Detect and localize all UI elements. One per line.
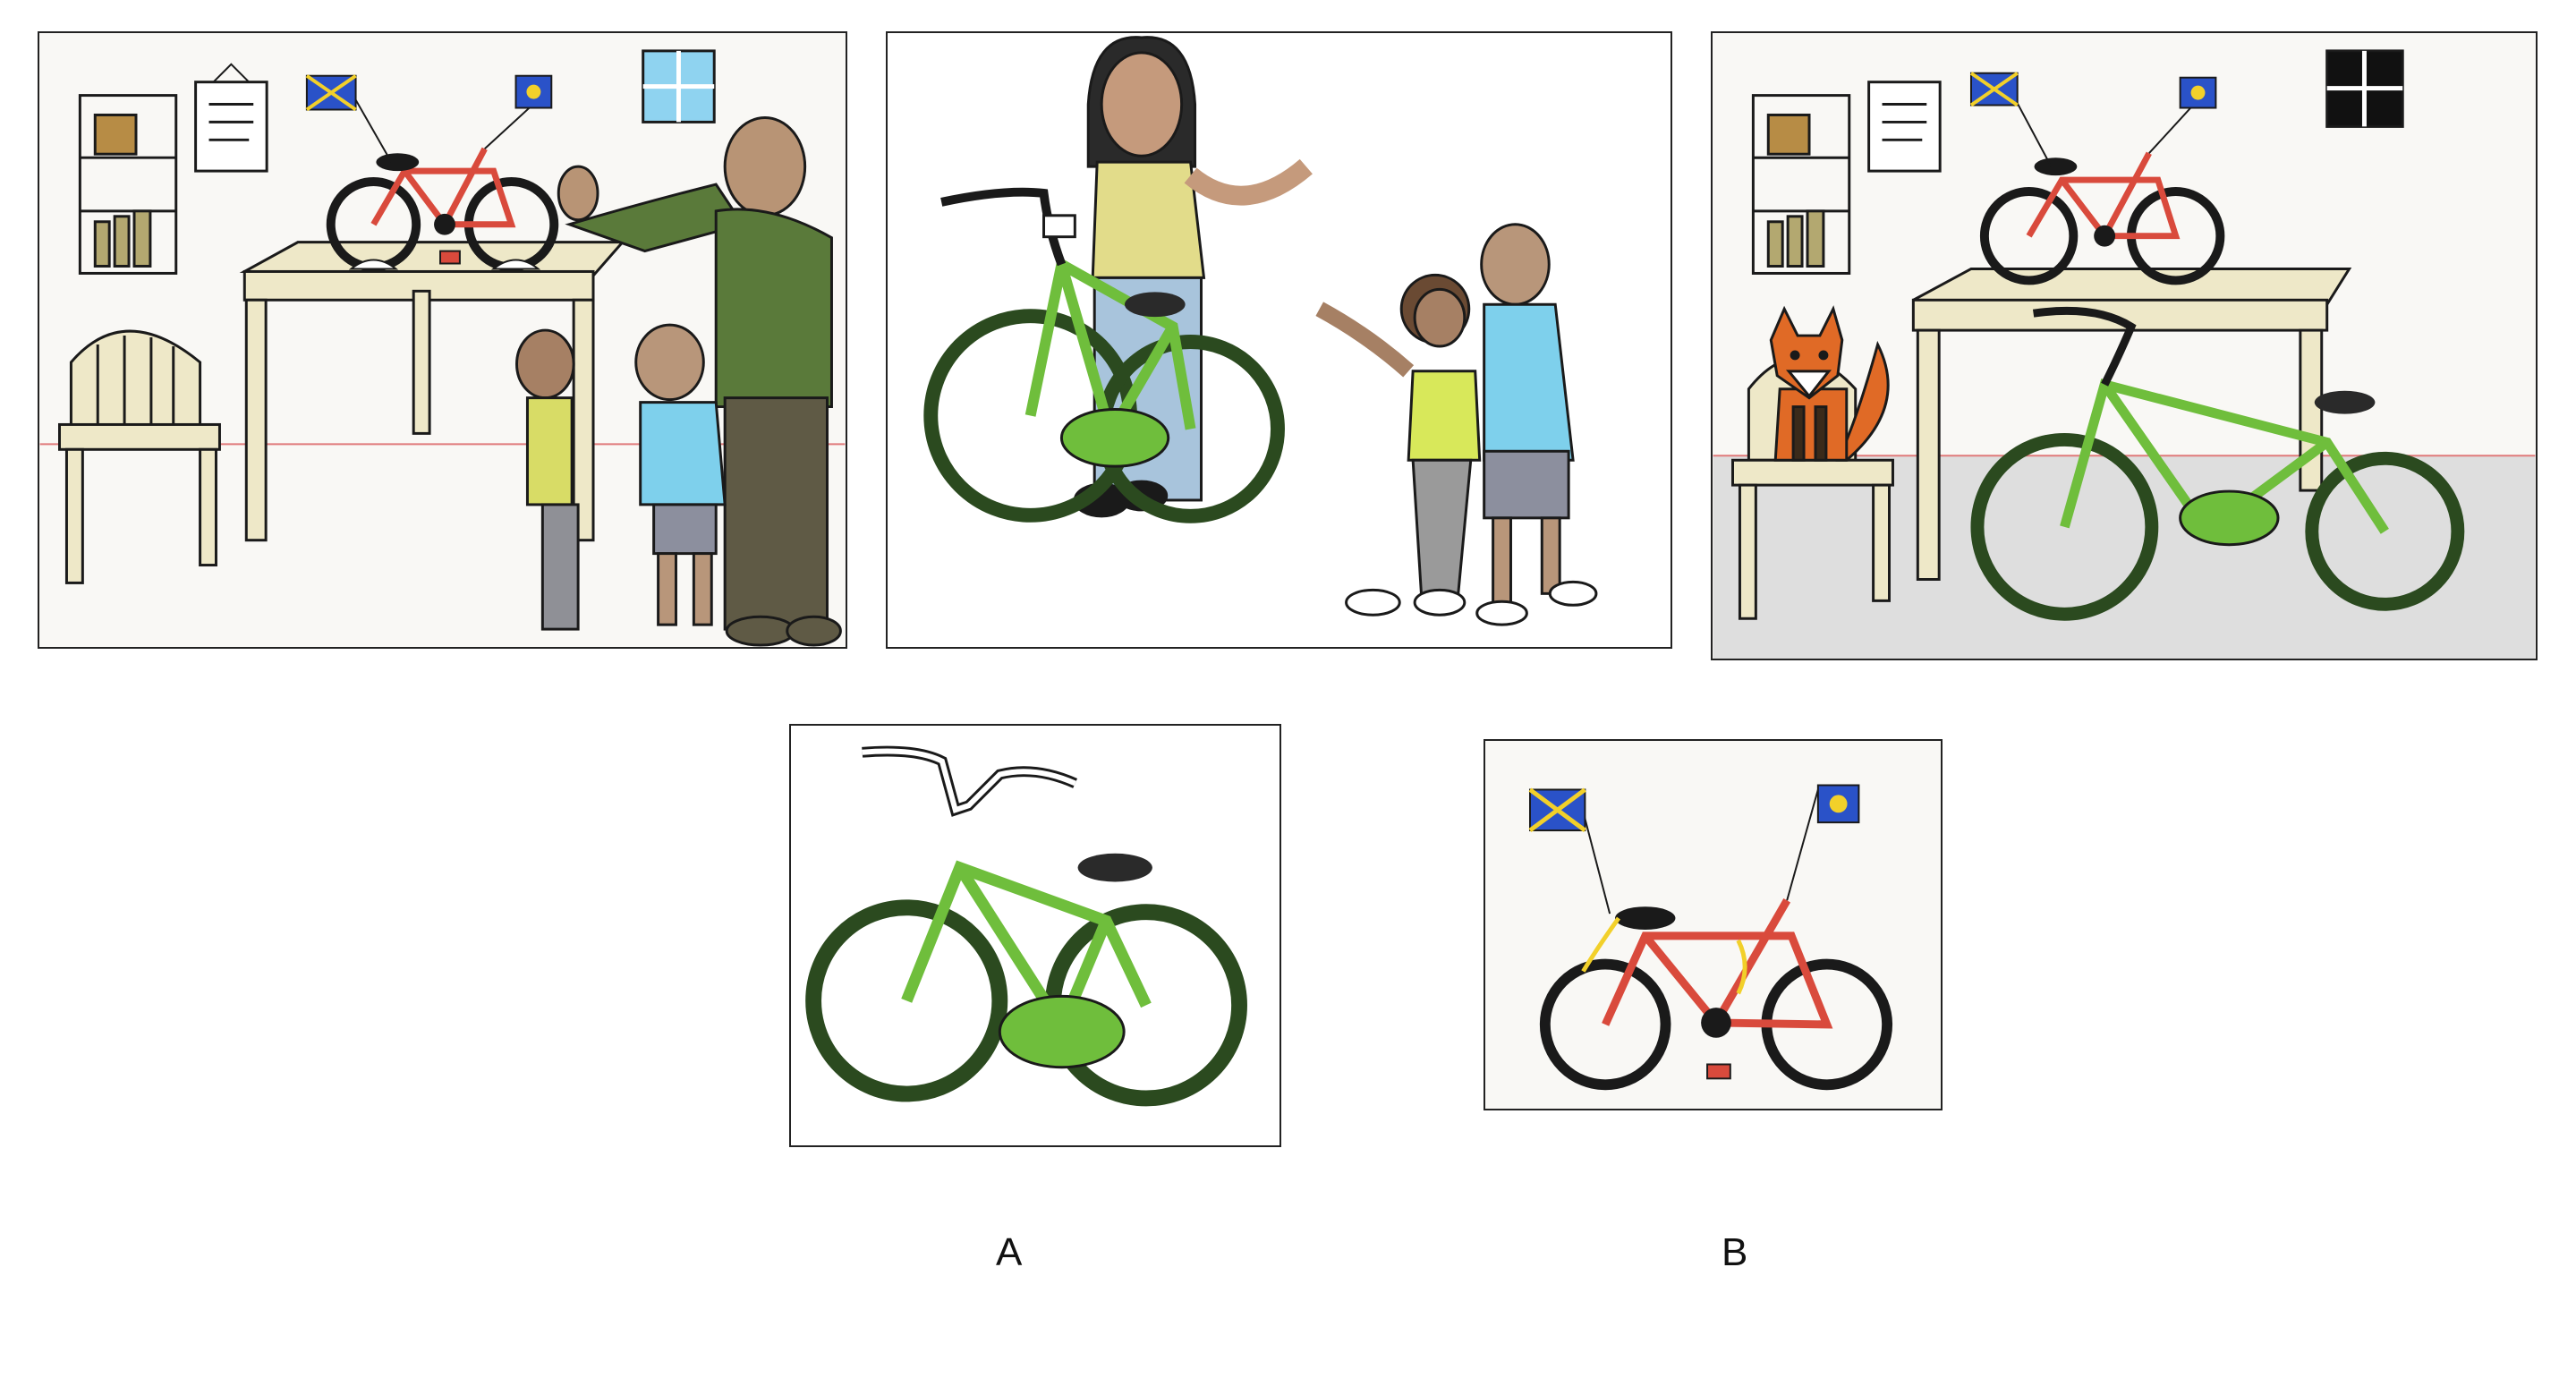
green-bicycle [1970,306,2465,621]
panel-2-illustration [923,36,1598,626]
green-bicycle [805,745,1247,1107]
boy-figure-blue-shirt [634,323,727,626]
window-icon [2325,49,2404,128]
wall-shelf [78,94,178,275]
girl-figure-yellow-shirt [1315,273,1482,617]
boy-figure-yellow-shirt [515,328,580,631]
floor [1713,455,2536,659]
green-bicycle [923,187,1285,523]
window-icon [642,49,716,123]
flag-icon [484,74,553,149]
panel-1-illustration [39,49,846,647]
option-a-green-bicycle [805,745,1247,1107]
story-panel-2 [886,31,1672,649]
framed-notice-icon [194,63,268,173]
fox-icon [1769,305,1890,462]
option-a-image[interactable] [789,724,1281,1147]
table [239,241,626,542]
option-b-image[interactable] [1484,739,1943,1110]
story-panel-1 [38,31,847,649]
red-toy-bicycle [1969,72,2225,285]
flag-icon [1969,72,2053,167]
flag-icon [1786,784,1860,901]
framed-notice-icon [1867,81,1942,173]
red-toy-bicycle [305,74,559,272]
boy-figure-blue-shirt [1475,223,1598,626]
option-b-red-bicycle [1528,784,1893,1091]
story-panel-3 [1711,31,2538,660]
wall-shelf [1751,94,1851,275]
panel-3-illustration [1713,49,2536,659]
flag-icon [2148,76,2217,154]
flag-icon [305,74,393,163]
father-figure [557,115,842,647]
option-b-label[interactable]: B [1722,1230,1748,1274]
chair [58,329,221,584]
flag-icon [1528,787,1611,914]
option-a-label[interactable]: A [996,1230,1023,1274]
red-toy-bicycle [1528,784,1893,1091]
